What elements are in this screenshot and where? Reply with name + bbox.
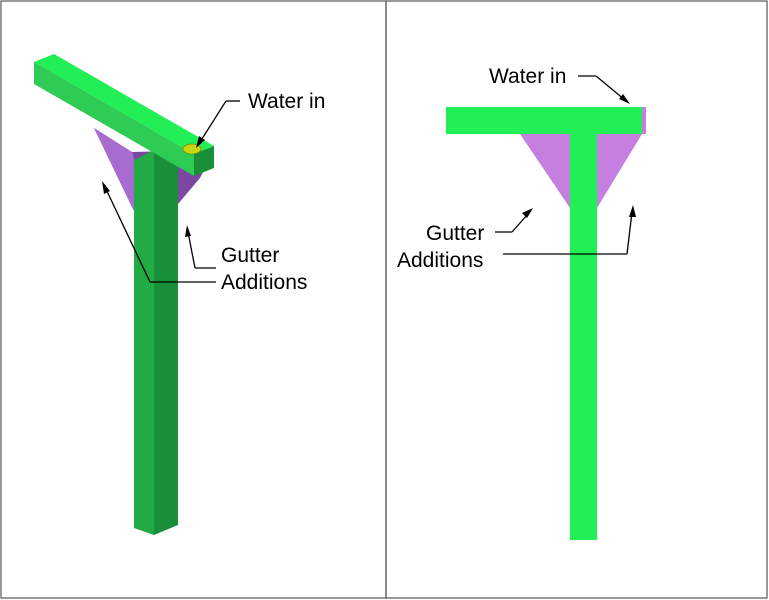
post-front xyxy=(570,134,597,540)
front-t-post xyxy=(446,107,646,540)
left-gutter-arrowhead-2 xyxy=(185,225,191,237)
water-inlet-edge xyxy=(642,107,646,134)
left-gutter-label-line2: Additions xyxy=(221,271,307,294)
beam-top-face xyxy=(34,54,214,154)
right-panel-frame xyxy=(385,0,768,599)
right-gutter-label-line1: Gutter xyxy=(426,222,484,245)
left-water-leader-2 xyxy=(199,100,227,143)
right-water-leader-2 xyxy=(595,75,626,101)
beam-end-face xyxy=(194,146,214,176)
isometric-t-post xyxy=(34,54,214,535)
right-gutter-label-line2: Additions xyxy=(397,249,483,272)
left-gutter-leader-4 xyxy=(187,231,196,269)
beam-front-face xyxy=(34,62,194,176)
beam-front xyxy=(446,107,646,134)
right-water-label: Water in xyxy=(489,65,566,88)
gutter-left-triangle xyxy=(520,134,570,208)
gutter-inner-face xyxy=(94,128,144,232)
post-right-face xyxy=(154,150,178,535)
right-gutter-arrowhead-1 xyxy=(522,208,533,218)
left-gutter-arrowhead-1 xyxy=(102,181,110,194)
right-gutter-leader-4 xyxy=(626,211,633,255)
right-gutter-arrowhead-2 xyxy=(629,205,636,217)
right-gutter-leader-2 xyxy=(511,213,529,233)
left-gutter-label-line1: Gutter xyxy=(221,244,279,267)
left-water-label: Water in xyxy=(248,90,325,113)
gutter-right-triangle xyxy=(597,134,642,208)
post-left-face xyxy=(134,150,154,535)
left-gutter-leader-2 xyxy=(104,186,151,283)
left-water-arrowhead xyxy=(196,136,205,148)
right-water-arrowhead xyxy=(619,94,630,104)
